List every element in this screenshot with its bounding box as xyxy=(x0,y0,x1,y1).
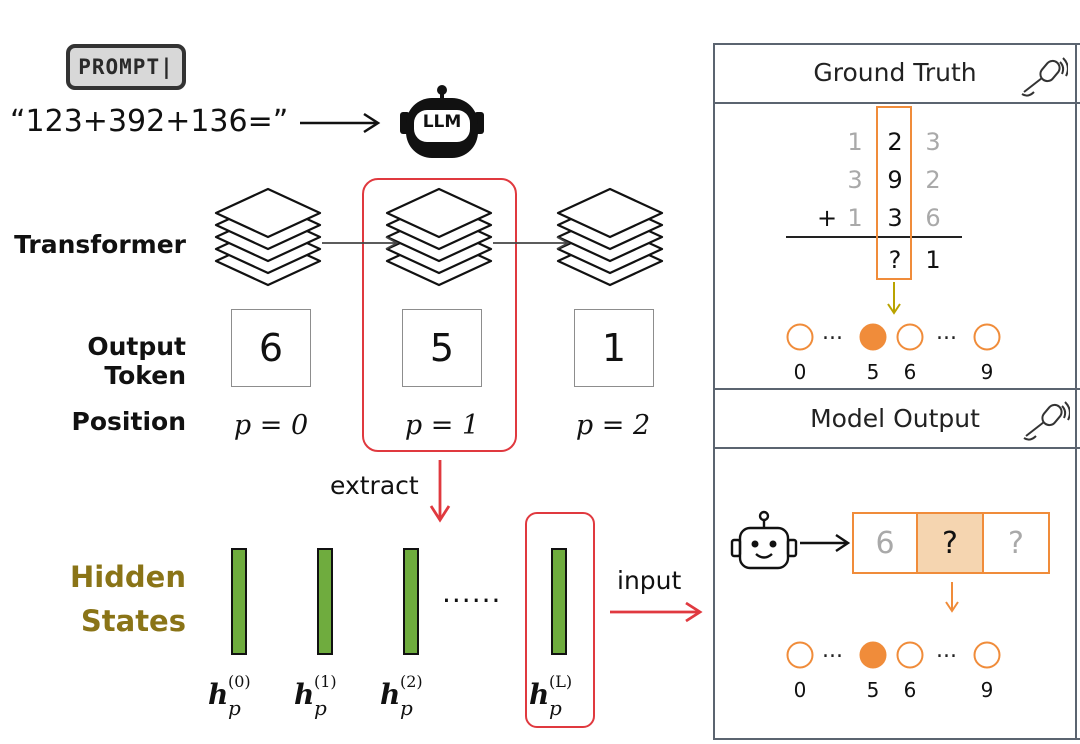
mo-distribution xyxy=(786,641,1001,669)
model-output-title: Model Output xyxy=(810,404,980,433)
hidden-ellipsis: ...... xyxy=(442,576,502,609)
gt-result-digit: 1 xyxy=(925,246,941,274)
mo-option-9 xyxy=(973,641,1001,669)
ground-truth-title: Ground Truth xyxy=(813,58,977,87)
gt-digit: 1 xyxy=(847,128,863,156)
gt-dots-2: ... xyxy=(936,320,957,345)
mo-scale-label: 9 xyxy=(980,678,994,702)
robot-arrow xyxy=(800,534,851,552)
output-cell-2: ? xyxy=(984,512,1050,574)
mo-option-5 xyxy=(859,641,887,669)
panel-right-edge xyxy=(1075,43,1077,740)
selected-position-highlight xyxy=(362,178,517,452)
position-1: p = 1 xyxy=(404,410,480,441)
hidden-state-bar-2 xyxy=(403,548,419,655)
llm-robot-icon xyxy=(400,85,484,158)
mo-option-0 xyxy=(786,641,814,669)
hidden-state-bar-1 xyxy=(317,548,333,655)
gt-result-unknown: ? xyxy=(888,246,902,274)
hidden-state-label-2: h(2)p xyxy=(380,672,423,720)
output-token-1: 5 xyxy=(402,309,482,387)
gt-option-9 xyxy=(973,323,1001,351)
probe-icon xyxy=(1023,401,1070,441)
gt-option-5 xyxy=(859,323,887,351)
output-token-2: 1 xyxy=(574,309,654,387)
addition-problem: 1 2 3 3 9 2 + 1 3 6 ? 1 xyxy=(808,124,941,274)
extract-arrow xyxy=(429,460,451,523)
gt-digit: 1 xyxy=(847,204,863,232)
gt-digit: 3 xyxy=(847,166,863,194)
prompt-badge-label: PROMPT| xyxy=(78,55,174,79)
hidden-state-bar-0 xyxy=(231,548,247,655)
probe-icon xyxy=(1021,57,1068,97)
probe-panel xyxy=(713,43,1080,740)
gt-digit: 6 xyxy=(925,204,941,232)
gt-distribution xyxy=(786,323,1001,351)
transformer-stack-1 xyxy=(216,189,320,285)
output-token-0: 6 xyxy=(231,309,311,387)
plus-sign: + xyxy=(816,204,838,232)
panel-section-divider xyxy=(713,388,1080,390)
gt-scale-label: 0 xyxy=(793,360,807,384)
hidden-state-label-L: h(L)p xyxy=(529,672,573,720)
mo-dots-1: ... xyxy=(822,638,843,663)
hidden-state-label-0: h(0)p xyxy=(208,672,251,720)
robot-icon xyxy=(730,510,798,570)
output-cell-1: ? xyxy=(918,512,984,574)
transformer-label: Transformer xyxy=(14,230,186,259)
gt-digit: 3 xyxy=(887,204,903,232)
gt-title-divider xyxy=(713,102,1080,104)
hidden-state-bar-L xyxy=(551,548,567,655)
mo-scale-label: 5 xyxy=(866,678,880,702)
output-token-label: Output Token xyxy=(87,332,186,390)
position-0: p = 0 xyxy=(233,410,309,441)
mo-scale-label: 6 xyxy=(903,678,917,702)
position-2: p = 2 xyxy=(575,410,651,441)
mo-scale-label: 0 xyxy=(793,678,807,702)
prompt-text: “123+392+136=” xyxy=(10,104,289,139)
transformer-stack-3 xyxy=(558,189,662,285)
hidden-states-label: Hidden States xyxy=(0,555,186,643)
gt-scale-label: 5 xyxy=(866,360,880,384)
gt-digit: 2 xyxy=(925,166,941,194)
transformer-stack-2 xyxy=(387,189,491,285)
gt-option-6 xyxy=(896,323,924,351)
mo-down-arrow xyxy=(945,582,959,613)
mo-dots-2: ... xyxy=(936,638,957,663)
prompt-arrow xyxy=(300,112,381,134)
gt-down-arrow xyxy=(887,282,901,315)
gt-digit: 2 xyxy=(887,128,903,156)
last-layer-highlight xyxy=(525,512,595,728)
mo-option-6 xyxy=(896,641,924,669)
gt-scale-label: 6 xyxy=(903,360,917,384)
gt-column-highlight xyxy=(876,106,912,280)
output-cell-0: 6 xyxy=(852,512,918,574)
gt-option-0 xyxy=(786,323,814,351)
extract-label: extract xyxy=(330,471,419,500)
sum-line xyxy=(786,236,962,238)
gt-dots-1: ... xyxy=(822,320,843,345)
transformer-layers xyxy=(200,185,680,295)
gt-digit: 3 xyxy=(925,128,941,156)
gt-scale-label: 9 xyxy=(980,360,994,384)
position-label: Position xyxy=(71,407,186,436)
mo-title-divider xyxy=(713,447,1080,449)
hidden-label-line1: Hidden xyxy=(69,560,186,594)
hidden-label-line2: States xyxy=(80,604,186,638)
input-label: input xyxy=(617,566,682,595)
hidden-state-label-1: h(1)p xyxy=(294,672,337,720)
gt-digit: 9 xyxy=(887,166,903,194)
llm-label: LLM xyxy=(422,112,462,132)
prompt-badge: PROMPT| xyxy=(66,44,186,90)
input-arrow xyxy=(610,601,703,623)
